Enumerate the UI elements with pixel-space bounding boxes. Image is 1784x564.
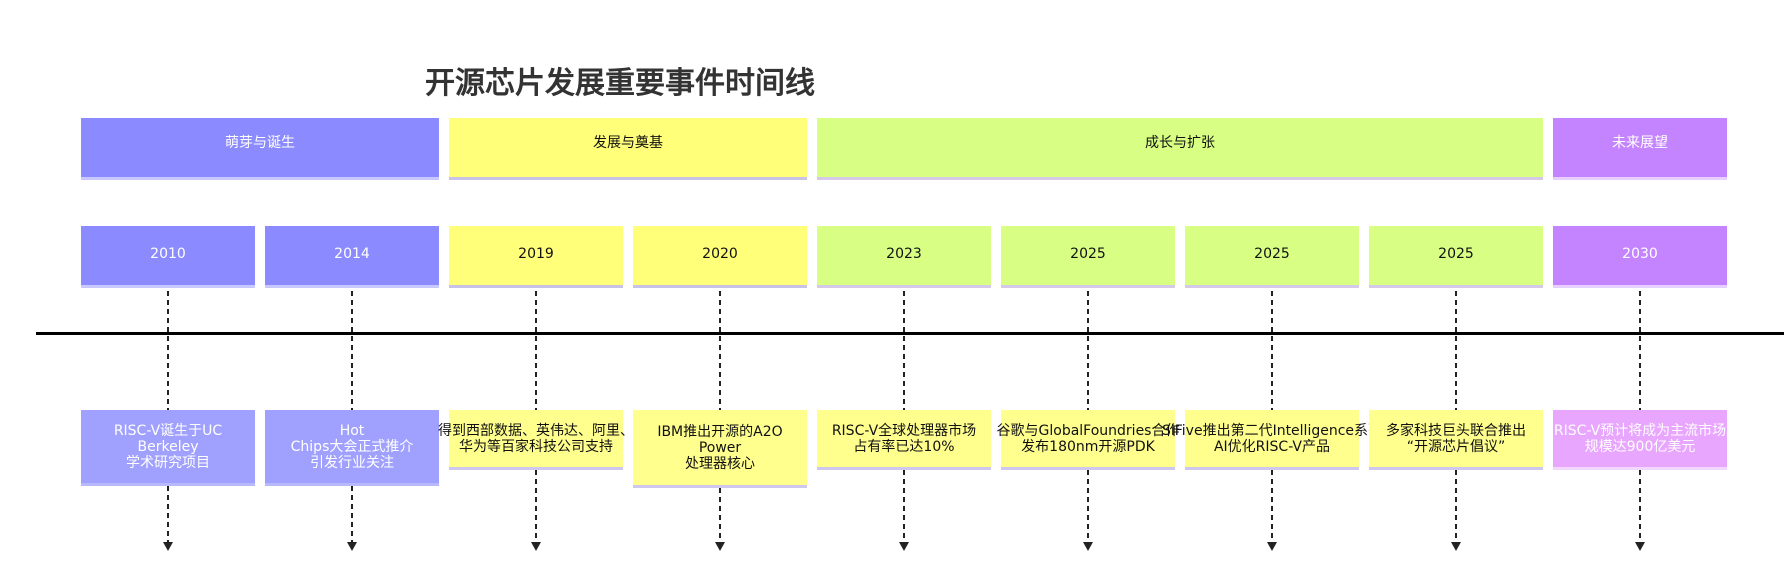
event-text-line: Power [698,439,742,456]
arrowhead-icon [531,542,541,551]
period-year-box: 2020 [633,226,807,288]
arrowhead-icon [715,542,725,551]
event-text-line: 得到西部数据、英伟达、阿里、 [438,422,634,439]
event-text-line: SiFive推出第二代Intelligence系列 [1161,422,1383,439]
event-text-line: RISC-V诞生于UC [113,422,223,439]
event-box: RISC-V预计将成为主流市场规模达900亿美元 [1553,410,1727,470]
event-text-line: 谷歌与GlobalFoundries合作 [996,422,1180,439]
event-text-line: Hot [339,422,365,439]
arrowhead-icon [1267,542,1277,551]
event-box: 得到西部数据、英伟达、阿里、华为等百家科技公司支持 [438,410,634,470]
event-box: 多家科技巨头联合推出“开源芯片倡议” [1369,410,1543,470]
event-text-line: Chips大会正式推介 [290,438,414,455]
event-text-line: AI优化RISC-V产品 [1213,438,1331,455]
period-year-box: 2025 [1001,226,1175,288]
event-text-line: 处理器核心 [684,455,755,472]
event-text-line: IBM推出开源的A2O [657,423,783,440]
arrowhead-icon [1451,542,1461,551]
arrowhead-icon [163,542,173,551]
event-text-line: Berkeley [137,438,199,455]
section-header: 未来展望 [1553,118,1727,180]
period-year-box: 2025 [1369,226,1543,288]
event-text-line: 发布180nm开源PDK [1021,438,1155,455]
period-year-box: 2014 [265,226,439,288]
arrowhead-icon [347,542,357,551]
period-year-box: 2010 [81,226,255,288]
event-text-line: 多家科技巨头联合推出 [1386,422,1526,439]
event-text-line: RISC-V预计将成为主流市场 [1553,422,1727,439]
period-year-box: 2025 [1185,226,1359,288]
event-text-line: “开源芯片倡议” [1406,438,1506,455]
timeline-axis [36,332,1784,335]
section-header: 萌芽与诞生 [81,118,439,180]
page-title: 开源芯片发展重要事件时间线 [425,66,815,101]
event-text-line: RISC-V全球处理器市场 [831,422,977,439]
arrowhead-icon [1083,542,1093,551]
event-box: RISC-V全球处理器市场占有率已达10% [817,410,991,470]
arrowhead-icon [1635,542,1645,551]
event-box: 谷歌与GlobalFoundries合作发布180nm开源PDK [997,410,1179,470]
event-text-line: 占有率已达10% [853,438,955,455]
period-year-box: 2019 [449,226,623,288]
event-text-line: 规模达900亿美元 [1584,438,1696,455]
event-text-line: 华为等百家科技公司支持 [459,438,613,455]
section-header: 发展与奠基 [449,118,807,180]
event-text-line: 学术研究项目 [125,454,210,471]
event-text-line: 引发行业关注 [310,454,394,471]
period-year-box: 2030 [1553,226,1727,288]
section-header: 成长与扩张 [817,118,1543,180]
arrowhead-icon [899,542,909,551]
period-year-box: 2023 [817,226,991,288]
